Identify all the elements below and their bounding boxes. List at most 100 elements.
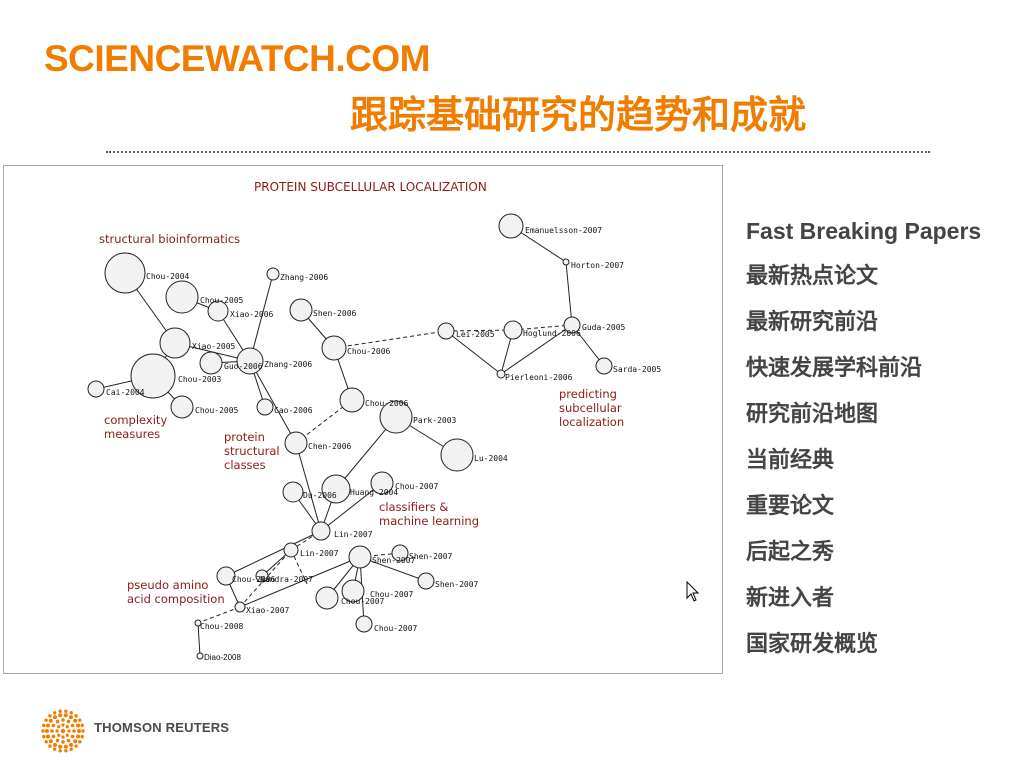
menu-item-fast-breaking-papers[interactable]: Fast Breaking Papers <box>746 218 982 244</box>
cluster-label-pseudo-amino-acid-composition: pseudo amino acid composition <box>127 578 225 606</box>
cluster-label-predicting-subcellular-localization: predicting subcellular localization <box>559 387 625 429</box>
node <box>104 252 146 294</box>
dashed-edge <box>512 324 573 331</box>
node <box>170 395 194 419</box>
node <box>341 579 365 603</box>
menu-item-research-front-maps[interactable]: 研究前沿地图 <box>746 402 879 427</box>
node-label: Chou-2004 <box>146 272 190 281</box>
menu-item-current-classics[interactable]: 当前经典 <box>746 448 835 473</box>
edge <box>225 530 322 577</box>
node <box>284 431 308 455</box>
edge <box>359 556 427 582</box>
menu-item-key-papers[interactable]: 重要论文 <box>746 494 835 519</box>
node <box>391 544 409 562</box>
node <box>355 615 373 633</box>
node <box>563 316 581 334</box>
node-label: Chou-2007 <box>341 597 385 606</box>
node-label: Zhang-2006 <box>280 273 328 282</box>
node-label: Park-2003 <box>413 416 457 425</box>
citation-network-svg: Chou-2004Chou-2005Xiao-2006Zhang-2006She… <box>87 213 661 662</box>
edge <box>249 360 297 444</box>
menu-item-hot-papers[interactable]: 最新热点论文 <box>746 264 879 289</box>
node-label: Lu-2004 <box>474 454 508 463</box>
node <box>498 213 524 239</box>
node <box>311 521 331 541</box>
node <box>283 542 299 558</box>
node <box>236 347 264 375</box>
node <box>159 327 191 359</box>
node-label: Horton-2007 <box>571 261 624 270</box>
node <box>437 322 455 340</box>
node <box>256 398 274 416</box>
edge <box>249 273 274 362</box>
node <box>266 267 280 281</box>
node-label: Du-2006 <box>303 491 337 500</box>
node-label: Hoglund-2006 <box>523 329 581 338</box>
node-label: Cai-2004 <box>106 388 145 397</box>
menu-item-rising-stars[interactable]: 后起之秀 <box>746 540 835 565</box>
node-label: Lei-2005 <box>456 330 495 339</box>
node <box>379 400 413 434</box>
node-label: Lin-2007 <box>300 549 339 558</box>
node-label: Shen-2007 <box>409 552 453 561</box>
node-label: Chen-2006 <box>308 442 352 451</box>
node <box>440 438 474 472</box>
thomson-reuters-logo-icon <box>41 709 85 753</box>
edge <box>295 442 322 532</box>
node-label: Chou-2003 <box>178 375 222 384</box>
node <box>562 258 570 266</box>
node <box>321 474 351 504</box>
node-label: Nandra-2007 <box>260 575 313 584</box>
node <box>87 380 105 398</box>
node-label: Chou-2005 <box>200 296 244 305</box>
dotted-divider <box>106 151 930 153</box>
menu-item-research-fronts[interactable]: 最新研究前沿 <box>746 310 879 335</box>
node-label: Lin-2007 <box>334 530 373 539</box>
site-title: SCIENCEWATCH.COM <box>44 38 430 79</box>
node-label: Chou-2005 <box>195 406 239 415</box>
node-label: Sarda-2005 <box>613 365 661 374</box>
edge <box>197 622 201 657</box>
edge <box>500 324 573 375</box>
node-label: Chou-2007 <box>374 624 418 633</box>
node <box>321 335 347 361</box>
node <box>165 280 199 314</box>
node-label: Chou-2006 <box>232 575 276 584</box>
node-label: Pierleoni-2006 <box>505 373 573 382</box>
node <box>315 586 339 610</box>
cluster-label-classifiers-machine-learning: classifiers & machine learning <box>379 500 479 528</box>
node <box>282 481 304 503</box>
node <box>348 545 372 569</box>
node <box>255 569 269 583</box>
node <box>503 320 523 340</box>
node <box>207 300 229 322</box>
node-label: Diao-2008 <box>204 653 241 662</box>
node-label: Chou-2006 <box>347 347 391 356</box>
node <box>199 351 223 375</box>
node-label: Shen-2006 <box>313 309 357 318</box>
node <box>289 298 313 322</box>
node <box>417 572 435 590</box>
node-label: Guda-2005 <box>582 323 626 332</box>
cluster-label-complexity-measures: complexity measures <box>104 413 168 441</box>
node-label: Xiao-2007 <box>246 606 290 615</box>
menu-item-country-profiles[interactable]: 国家研发概览 <box>746 632 879 657</box>
node-label: Shen-2007 <box>372 556 416 565</box>
node <box>339 387 365 413</box>
cluster-label-protein-structural-classes: protein structural classes <box>224 430 280 472</box>
page-subtitle: 跟踪基础研究的趋势和成就 <box>350 93 807 137</box>
node-label: Zhang-2006 <box>264 360 312 369</box>
node-label: Shen-2007 <box>435 580 479 589</box>
edge <box>445 330 502 375</box>
node <box>234 601 246 613</box>
node-label: Cao-2006 <box>274 406 313 415</box>
node-label: Guo-2006 <box>224 362 263 371</box>
dashed-edge <box>290 549 308 585</box>
node-label: Xiao-2006 <box>230 310 274 319</box>
node-label: Emanuelsson-2007 <box>525 226 602 235</box>
menu-item-new-entrants[interactable]: 新进入者 <box>746 586 835 611</box>
menu-item-emerging-fronts[interactable]: 快速发展学科前沿 <box>746 356 923 381</box>
node-label: Chou-2008 <box>200 622 244 631</box>
edge <box>320 482 383 532</box>
